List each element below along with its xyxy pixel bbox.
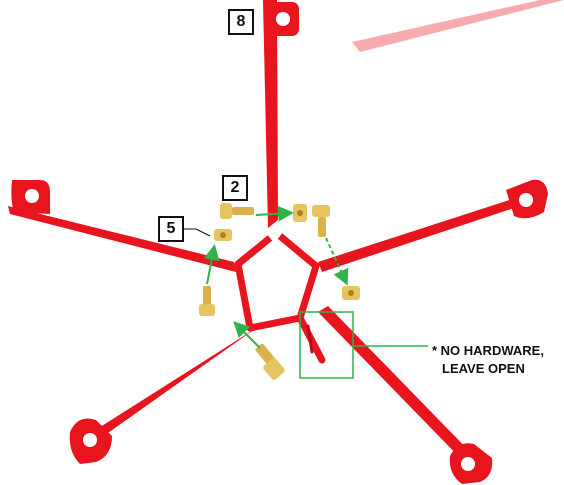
nut-top-center [293,204,307,222]
nut-right [342,286,360,300]
screw-right [312,205,330,237]
screw-part-2-upper [220,203,254,219]
screw-bottom [255,343,286,381]
part-callout-5: 5 [158,216,184,242]
callout-5-leader [184,229,210,236]
nut-part-5 [214,229,232,241]
hardware-note: * NO HARDWARE, LEAVE OPEN [432,342,544,378]
frame-leg-right [318,180,548,272]
frame-leg-bottom-left [70,324,262,464]
frame-leg-left [8,180,236,272]
arrow-screw-to-nut-top [256,213,290,215]
hardware-note-line1: * NO HARDWARE, [432,342,544,360]
frame-leg-bottom-right [318,306,492,484]
frame-hub [238,236,322,360]
screw-left [199,286,215,316]
faded-leg-top-right [352,0,564,52]
open-joint-highlight-box [300,312,353,378]
part-callout-2: 2 [222,175,248,201]
part-callout-8: 8 [228,9,254,35]
frame-leg-top [263,0,299,228]
hardware-note-line2: LEAVE OPEN [432,360,544,378]
